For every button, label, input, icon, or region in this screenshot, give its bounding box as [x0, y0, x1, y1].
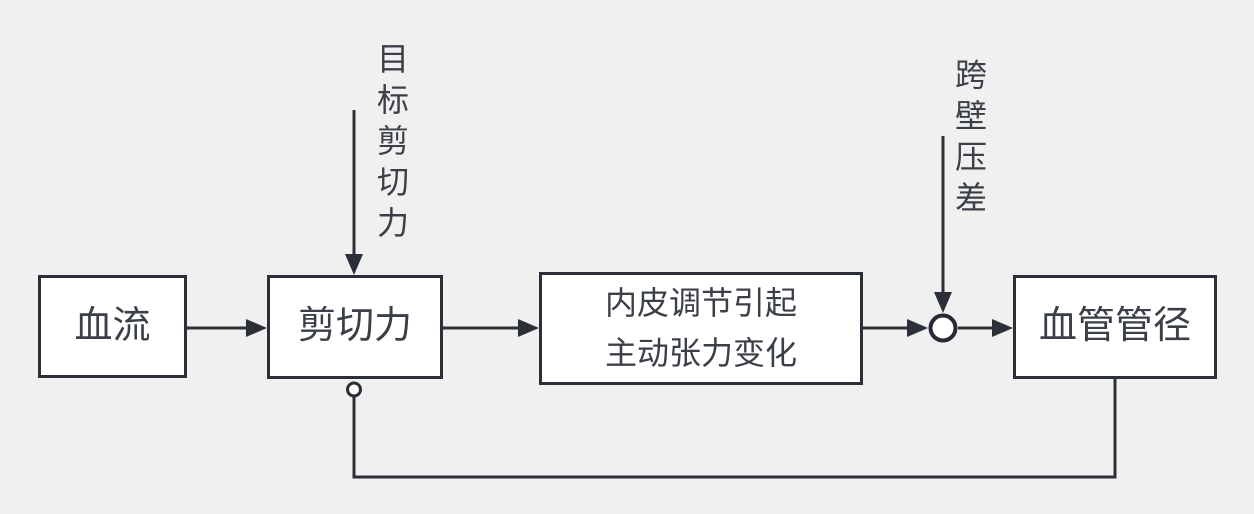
arrowhead-targetshear-to-shearforce-icon: [345, 254, 363, 275]
node-endothelium-regulation: 内皮调节引起 主动张力变化: [539, 272, 863, 385]
summing-junction-icon: [928, 313, 958, 343]
connector-feedback-vesseldiameter-to-shearforce: [352, 379, 1117, 479]
label-target-shear-force: 目标剪切力: [373, 42, 409, 247]
node-blood-flow: 血流: [38, 275, 187, 378]
arrowhead-transmural-to-junction-icon: [934, 292, 952, 313]
node-vessel-diameter: 血管管径: [1013, 275, 1217, 379]
label-transmural-pressure: 跨壁压差: [951, 58, 987, 222]
arrowhead-shearforce-to-endothelium-icon: [518, 319, 539, 337]
arrowhead-bloodflow-to-shearforce-icon: [246, 319, 267, 337]
feedback-tap-circle-icon: [346, 381, 362, 398]
node-shear-force: 剪切力: [267, 275, 443, 379]
arrowhead-endothelium-to-junction-icon: [907, 319, 928, 337]
arrowhead-junction-to-vesseldiameter-icon: [992, 319, 1013, 337]
